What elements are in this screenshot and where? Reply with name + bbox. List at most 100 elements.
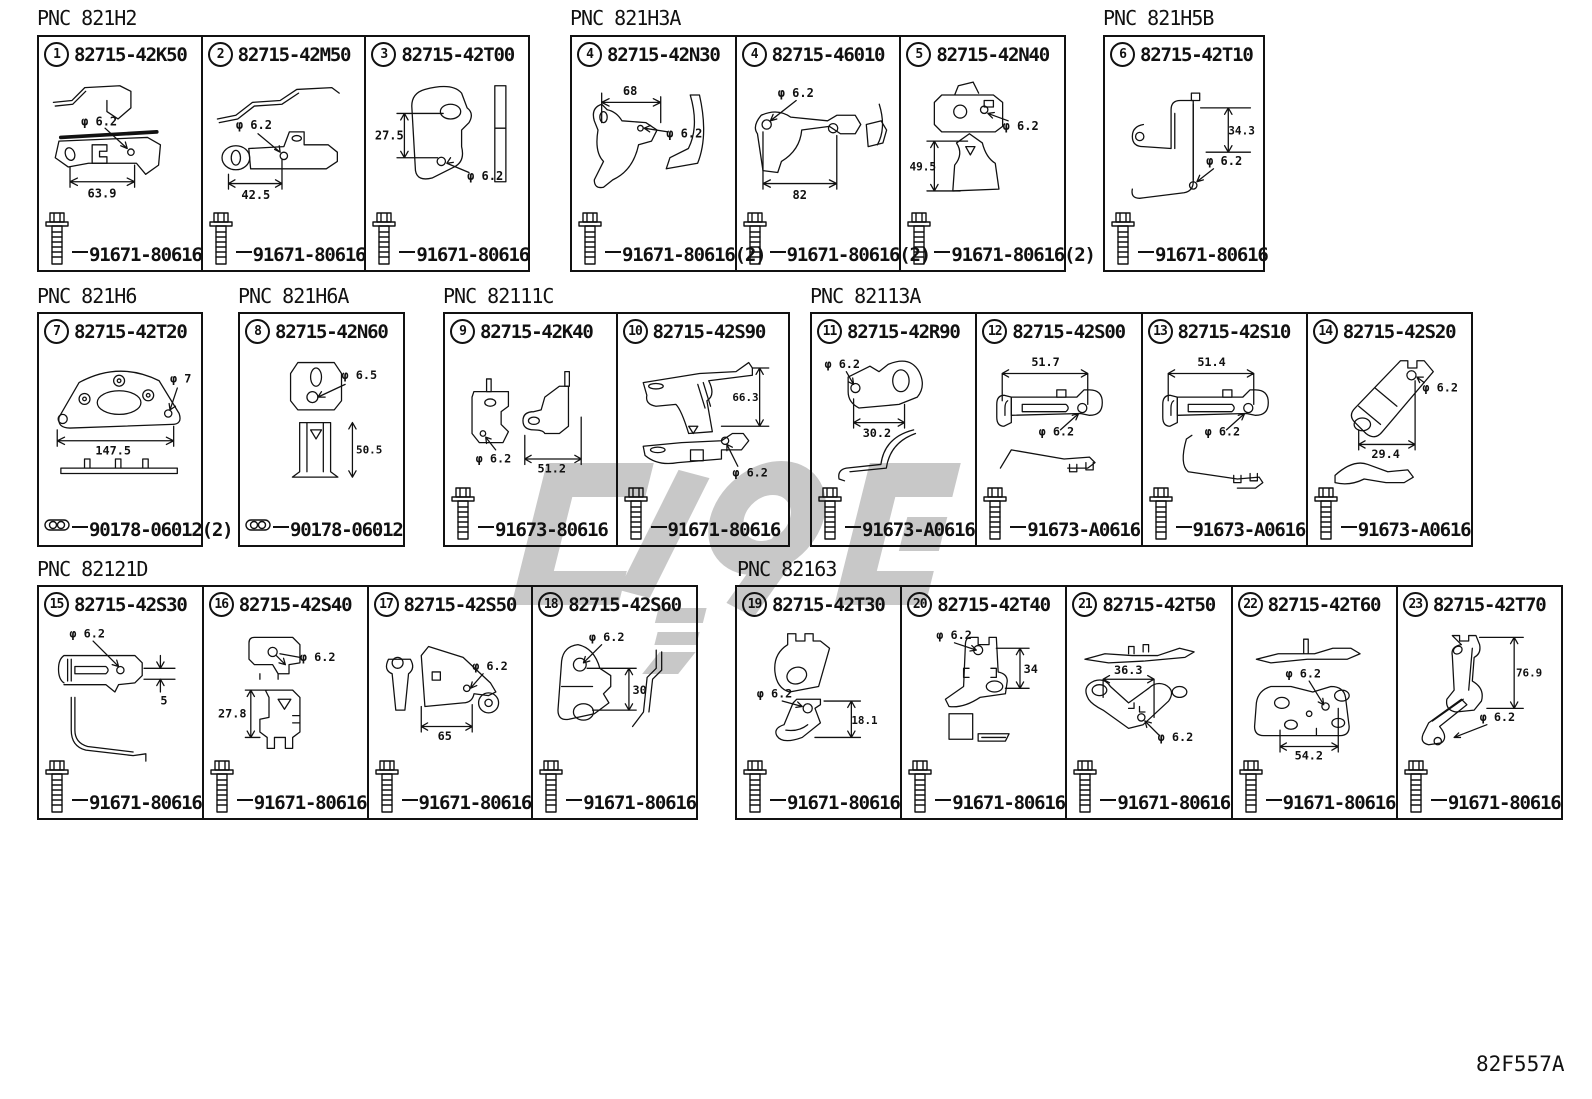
part-drawing: 66.3 φ 6.2 — [618, 348, 789, 489]
dimension-label: φ 6.2 — [476, 452, 512, 466]
part-number: 82715-42S20 — [1342, 320, 1457, 343]
part-drawing: φ 6.2 54.2 — [1233, 621, 1396, 762]
bolt-icon — [578, 212, 602, 265]
fastener-part-number: 91671-80616 — [89, 792, 203, 814]
dimension-label: φ 6.2 — [1039, 424, 1075, 438]
leader-line — [1138, 251, 1154, 253]
fastener-part-number: 91671-80616(2) — [786, 244, 932, 266]
pnc-label: PNC 82113A — [810, 284, 921, 308]
part-number: 82715-42S50 — [403, 593, 518, 616]
dimension-label: 82 — [792, 188, 806, 202]
dimension-label: 42.5 — [241, 188, 270, 202]
part-number: 82715-42S40 — [238, 593, 353, 616]
dimension-label: φ 6.2 — [69, 626, 105, 640]
part-number: 82715-42T50 — [1102, 593, 1216, 616]
dimension-label: φ 6.2 — [1206, 154, 1242, 168]
dimension-label: 66.3 — [732, 391, 758, 404]
leader-line — [605, 251, 621, 253]
fastener-part-number: 91671-80616 — [1282, 792, 1397, 814]
part-drawing: φ 6.2 30 — [533, 621, 696, 762]
dimension-label: φ 6.2 — [1204, 424, 1240, 438]
dimension-label: 49.5 — [910, 161, 937, 174]
bolt-icon — [45, 212, 69, 265]
item-number-badge: 9 — [450, 319, 475, 344]
item-number-badge: 12 — [982, 319, 1008, 344]
dimension-label: φ 6.2 — [589, 630, 625, 644]
part-drawing: φ 6.2 51.2 — [445, 348, 616, 489]
part-number: 82715-42K50 — [74, 43, 188, 66]
part-drawing: φ 7 147.5 — [39, 348, 201, 489]
dimension-label: 27.8 — [218, 706, 246, 720]
part-drawing: φ 6.2 34 — [902, 621, 1065, 762]
bolt-icon — [45, 760, 69, 813]
part-drawing: φ 6.2 42.5 — [203, 71, 365, 214]
fastener-part-number: 91671-80616 — [252, 244, 367, 266]
fastener-part-number: 91673-A0616 — [862, 519, 976, 541]
part-number: 82715-42N60 — [275, 320, 389, 343]
dimension-label: 5 — [160, 694, 167, 708]
bolt-icon — [539, 760, 563, 813]
bolt-icon — [907, 212, 932, 265]
bolt-icon — [818, 487, 842, 540]
dimension-label: 34 — [1024, 662, 1038, 676]
dimension-label: 34.3 — [1228, 125, 1255, 138]
item-number-badge: 18 — [538, 592, 564, 617]
dimension-label: 29.4 — [1371, 447, 1399, 461]
dimension-label: φ 7 — [170, 372, 191, 386]
item-number-badge: 5 — [906, 42, 932, 67]
dimension-label: φ 6.2 — [300, 650, 336, 664]
item-number-badge: 2 — [207, 42, 233, 67]
item-number-badge: 3 — [371, 42, 397, 67]
part-drawing: φ 6.2 5 — [39, 621, 202, 762]
leader-line — [934, 251, 951, 253]
fastener-part-number: 90178-06012(2) — [89, 519, 234, 541]
item-number-badge: 14 — [1312, 319, 1338, 344]
pnc-label: PNC 821H5B — [1103, 6, 1214, 30]
fastener-part-number: 91671-80616 — [89, 244, 203, 266]
leader-line — [1340, 526, 1357, 528]
dimension-label: 50.5 — [356, 444, 382, 457]
leader-line — [478, 526, 494, 528]
fastener-part-number: 91673-A0616 — [1192, 519, 1307, 541]
part-drawing: φ 6.2 29.4 — [1308, 348, 1471, 489]
fastener-part-number: 91673-A0616 — [1027, 519, 1141, 541]
dimension-label: 63.9 — [88, 186, 117, 200]
dimension-label: φ 6.2 — [732, 465, 768, 479]
fastener-part-number: 91671-80616 — [667, 519, 782, 541]
pnc-label: PNC 821H2 — [37, 6, 137, 30]
dimension-label: 54.2 — [1294, 748, 1322, 762]
part-number: 82715-42T70 — [1432, 593, 1547, 616]
bolt-icon — [1073, 760, 1098, 813]
leader-line — [650, 526, 667, 528]
item-number-badge: 16 — [208, 592, 234, 617]
item-number-badge: 6 — [1110, 42, 1135, 67]
item-number-badge: 22 — [1237, 592, 1263, 617]
fastener-part-number: 91671-80616(2) — [622, 244, 767, 266]
part-drawing: 51.4 φ 6.2 — [1143, 348, 1306, 489]
dimension-label: 18.1 — [851, 714, 878, 727]
leader-line — [845, 526, 861, 528]
bolt-icon — [1148, 487, 1173, 540]
dimension-label: φ 6.2 — [81, 114, 117, 128]
diagram-code: 82F557A — [1476, 1052, 1565, 1076]
fastener-part-number: 91671-80616 — [253, 792, 368, 814]
part-drawing: φ 6.2 27.8 — [204, 621, 367, 762]
dimension-label: φ 6.2 — [236, 118, 272, 132]
